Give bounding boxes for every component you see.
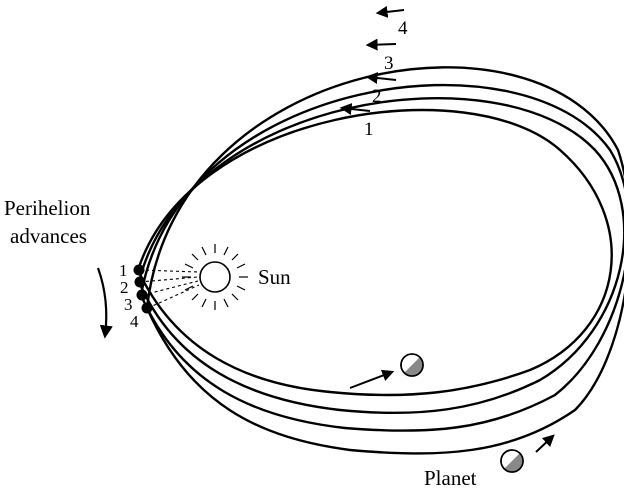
planet-icon [400, 353, 424, 377]
perihelion-point-2 [134, 276, 146, 288]
planet-label: Planet [424, 466, 477, 490]
perihelion-point-4 [141, 302, 153, 314]
orbit-3-top-arrow [365, 38, 397, 51]
orbit-1-top-arrow [339, 103, 371, 115]
sun-icon [182, 244, 248, 310]
orbit-4 [145, 66, 624, 455]
perihelion-point-3 [136, 289, 148, 301]
orbit-labels: 1 2 3 4 [364, 18, 408, 140]
orbit-label-2: 2 [372, 86, 382, 107]
perihelion-point-1 [133, 264, 145, 276]
orbit-2-top-arrow [365, 72, 397, 84]
orbit-1 [136, 108, 613, 397]
orbit-4-bottom-arrow [535, 434, 555, 453]
perihelion-points [133, 264, 153, 314]
perihelion-label-1: 1 [119, 261, 128, 280]
orbit-1-bottom-arrow [349, 369, 395, 389]
sun-label: Sun [258, 265, 291, 289]
perihelion-sun-lines [139, 269, 200, 309]
perihelion-label-3: 3 [124, 295, 133, 314]
orbit-4-top-arrow [375, 5, 405, 18]
perihelion-caption-line-2: advances [10, 224, 87, 248]
orbit-2 [137, 96, 624, 415]
orbit-label-3: 3 [384, 53, 394, 74]
orbit-label-4: 4 [398, 18, 408, 39]
orbit-direction-arrows [339, 5, 555, 453]
perihelion-labels: 1 2 3 4 [119, 261, 139, 331]
orbit-3 [139, 83, 624, 432]
arrow-down-icon [96, 267, 113, 339]
perihelion-label-4: 4 [130, 312, 139, 331]
perihelion-caption-line-1: Perihelion [4, 196, 91, 220]
orbit-label-1: 1 [364, 119, 374, 140]
orbits [136, 66, 624, 455]
perihelion-label-2: 2 [120, 278, 129, 297]
planet-icon [500, 449, 524, 473]
